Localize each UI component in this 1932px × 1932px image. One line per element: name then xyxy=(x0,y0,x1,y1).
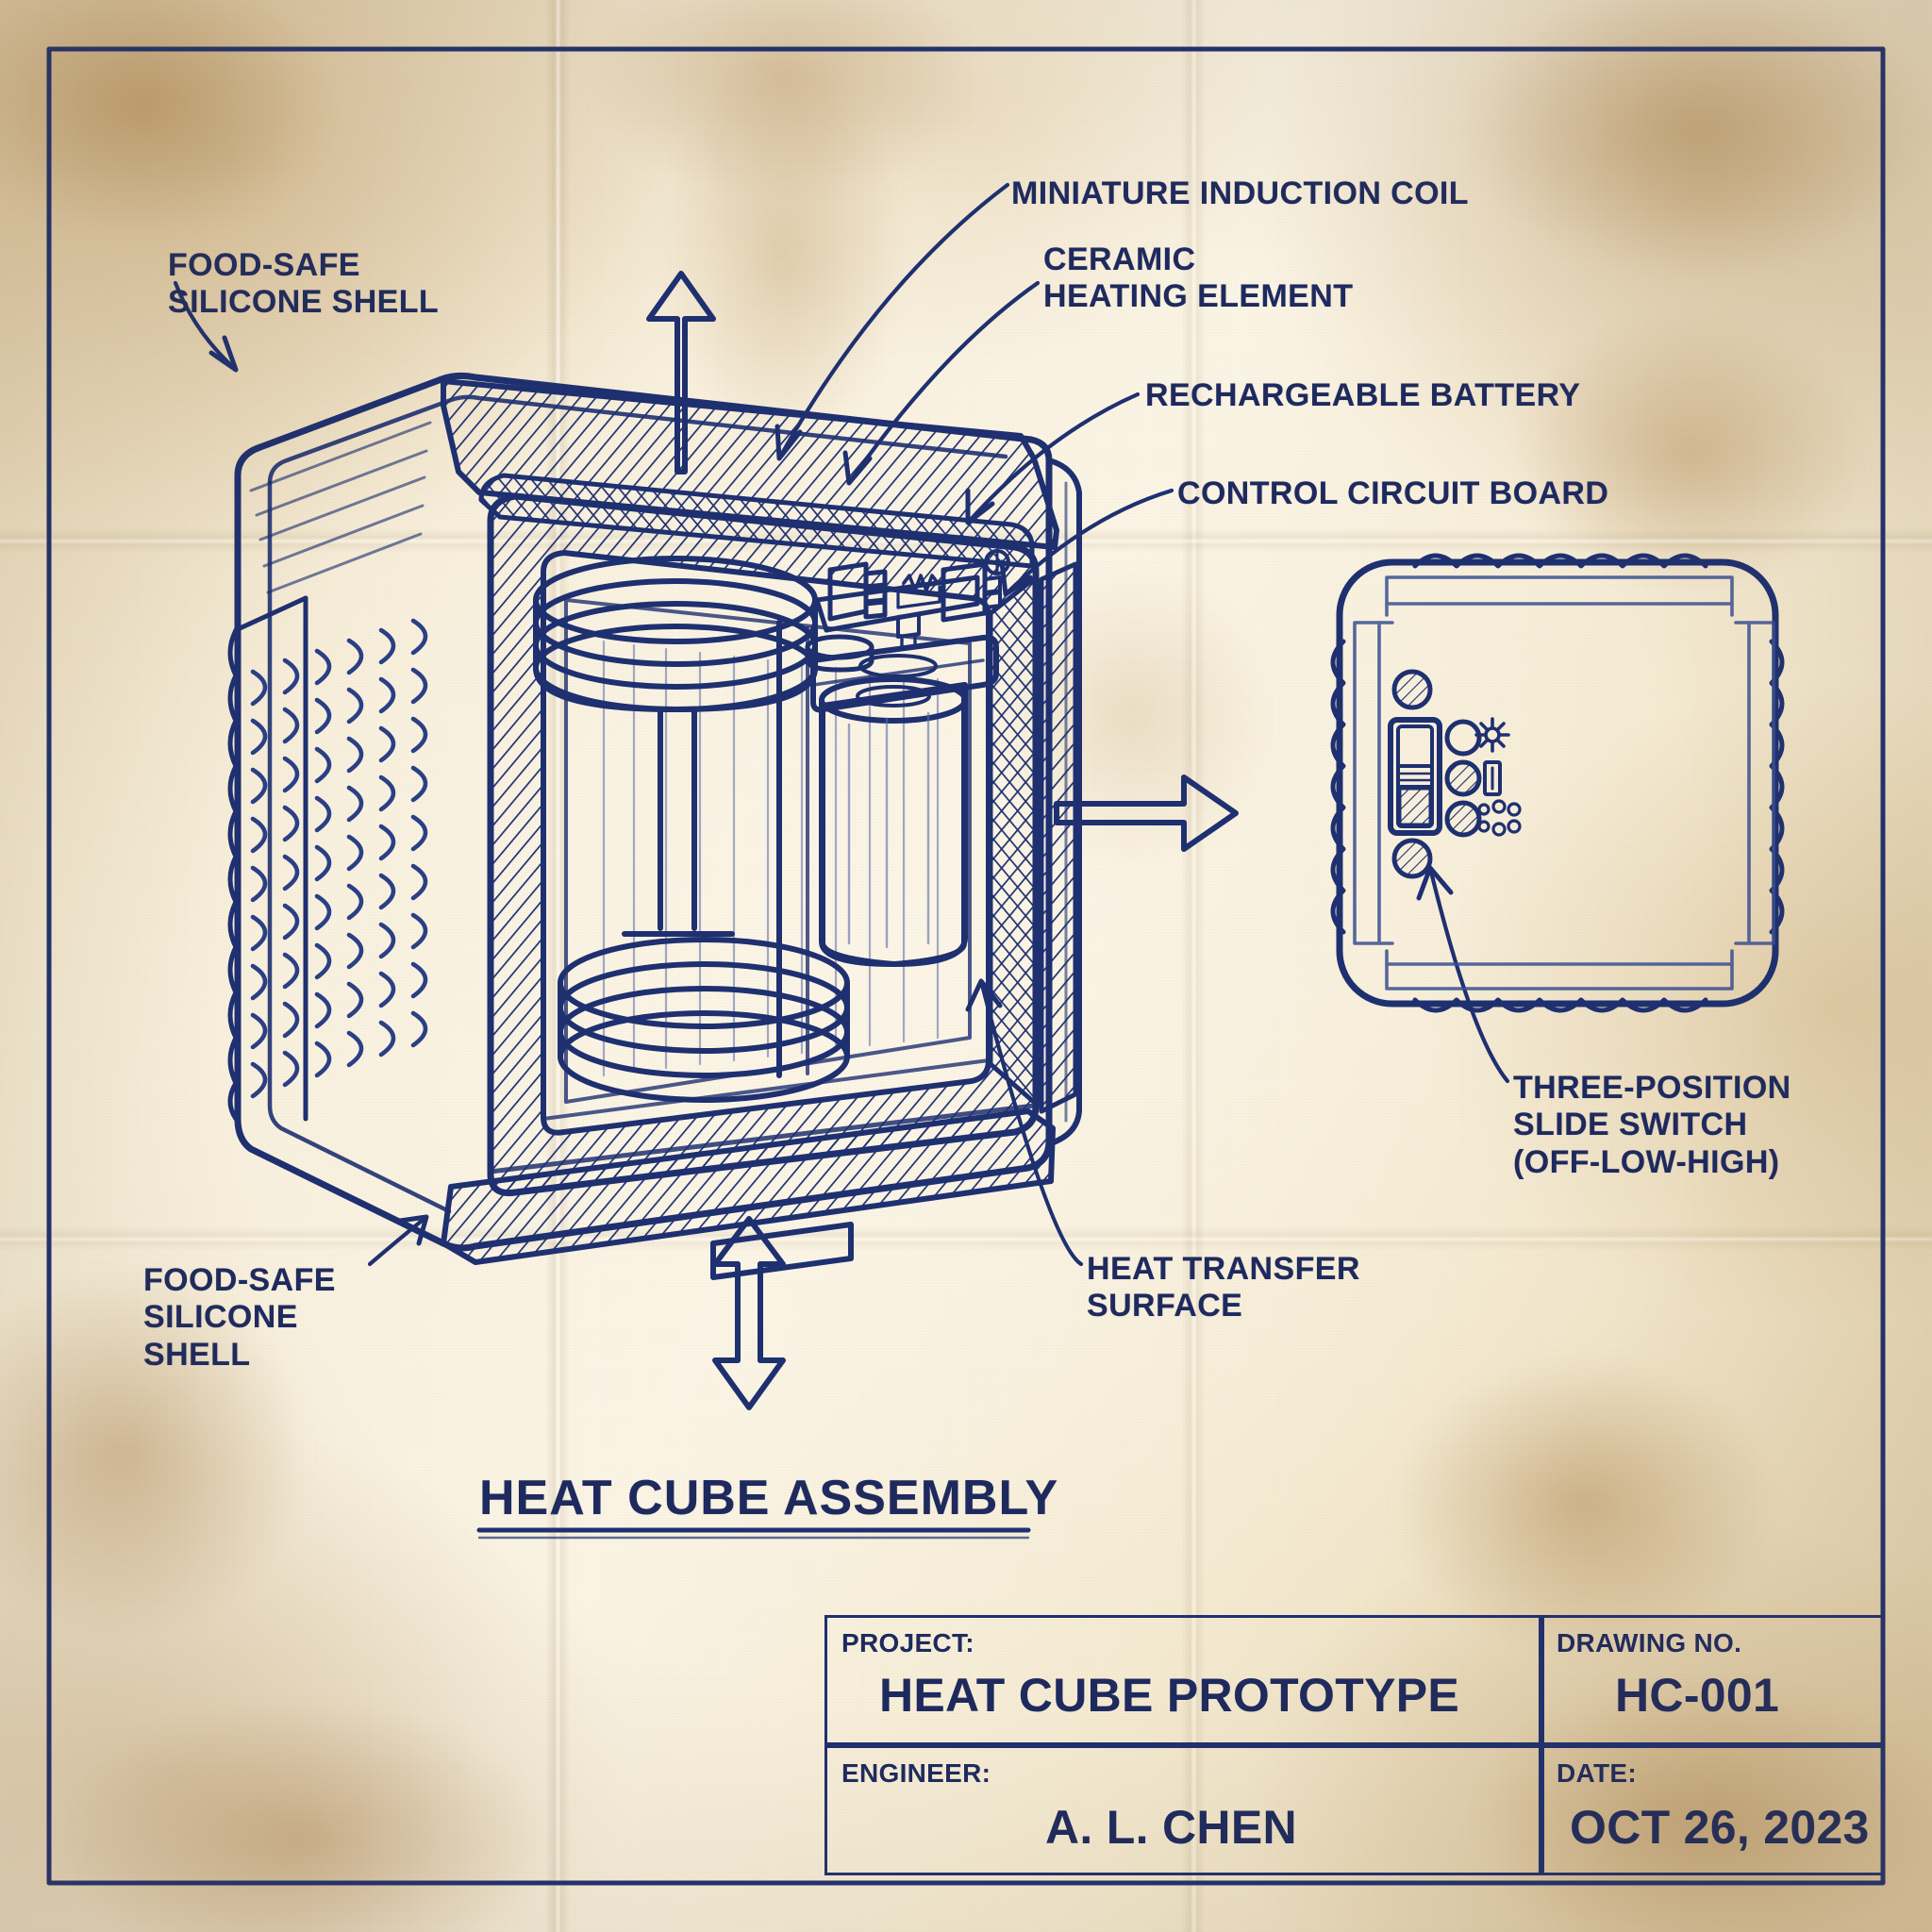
indicator-high xyxy=(1444,719,1482,757)
title-block-cell-engineer xyxy=(824,1745,1541,1875)
title-block-engineer-value: A. L. CHEN xyxy=(1045,1801,1297,1854)
title-block-date-value: OCT 26, 2023 xyxy=(1570,1801,1870,1854)
panel-scallop-top xyxy=(1412,553,1708,569)
heat-transfer-surface-shading xyxy=(602,640,940,1077)
dot-grid-icon xyxy=(1477,799,1522,837)
shell-top-face xyxy=(234,372,1053,479)
right-wall-section xyxy=(988,561,1078,1114)
rechargeable-battery xyxy=(819,676,968,967)
screw-top xyxy=(1391,669,1433,710)
callout-heat-transfer-surface: HEAT TRANSFER SURFACE xyxy=(1087,1251,1360,1324)
arrow-right-detail xyxy=(1054,774,1239,852)
title-block-date-key: DATE: xyxy=(1557,1758,1637,1788)
title-block-cell-project xyxy=(824,1615,1541,1745)
leader-lines xyxy=(173,182,1510,1267)
callout-three-position-slide-switch: THREE-POSITION SLIDE SWITCH (OFF-LOW-HIG… xyxy=(1513,1070,1791,1180)
title-block-cell-drawing xyxy=(1541,1615,1885,1745)
callout-food-safe-silicone-shell-bottom: FOOD-SAFE SILICONE SHELL xyxy=(143,1262,336,1373)
heating-element-pad xyxy=(805,634,874,673)
panel-bezel xyxy=(1353,575,1775,991)
coil-support-post xyxy=(658,707,697,931)
arrow-up-top xyxy=(646,271,716,475)
callout-food-safe-silicone-shell-top: FOOD-SAFE SILICONE SHELL xyxy=(168,247,440,321)
sun-icon xyxy=(1474,717,1510,753)
bar-icon xyxy=(1483,760,1502,796)
title-block: PROJECT: HEAT CUBE PROTOTYPE DRAWING NO.… xyxy=(824,1615,1885,1875)
indicator-low xyxy=(1444,759,1482,797)
panel-scallop-left xyxy=(1330,639,1346,935)
indicator-off xyxy=(1444,800,1482,838)
callout-rechargeable-battery: RECHARGEABLE BATTERY xyxy=(1145,377,1581,413)
sheet-border xyxy=(46,46,1886,1886)
arrow-double-vertical xyxy=(712,1216,786,1410)
title-block-engineer-key: ENGINEER: xyxy=(841,1758,991,1788)
grip-texture-panel xyxy=(233,595,308,1122)
title-block-project-value: HEAT CUBE PROTOTYPE xyxy=(879,1669,1460,1722)
induction-coil-upper xyxy=(533,556,818,712)
title-block-drawing-value: HC-001 xyxy=(1615,1669,1780,1722)
control-panel-detail-view xyxy=(1330,553,1785,1013)
assembly-title: HEAT CUBE ASSEMBLY xyxy=(479,1471,1059,1525)
panel-scallop-right xyxy=(1769,639,1785,935)
title-block-project-key: PROJECT: xyxy=(841,1628,974,1657)
callout-control-circuit-board: CONTROL CIRCUIT BOARD xyxy=(1177,475,1609,511)
panel-scallop-bottom xyxy=(1412,997,1708,1013)
title-block-drawing-key: DRAWING NO. xyxy=(1557,1628,1742,1657)
callout-ceramic-heating-element: CERAMIC HEATING ELEMENT xyxy=(1043,242,1354,315)
screw-bottom xyxy=(1391,838,1433,879)
control-circuit-board xyxy=(814,549,1010,649)
induction-coil-lower xyxy=(558,937,850,1103)
callout-miniature-induction-coil: MINIATURE INDUCTION COIL xyxy=(1011,175,1469,211)
base-foot-tab xyxy=(710,1222,854,1280)
shell-left-scallop xyxy=(227,627,239,1122)
slide-switch xyxy=(1388,717,1442,836)
grip-dimples xyxy=(250,618,428,1099)
title-block-cell-date xyxy=(1541,1745,1885,1875)
